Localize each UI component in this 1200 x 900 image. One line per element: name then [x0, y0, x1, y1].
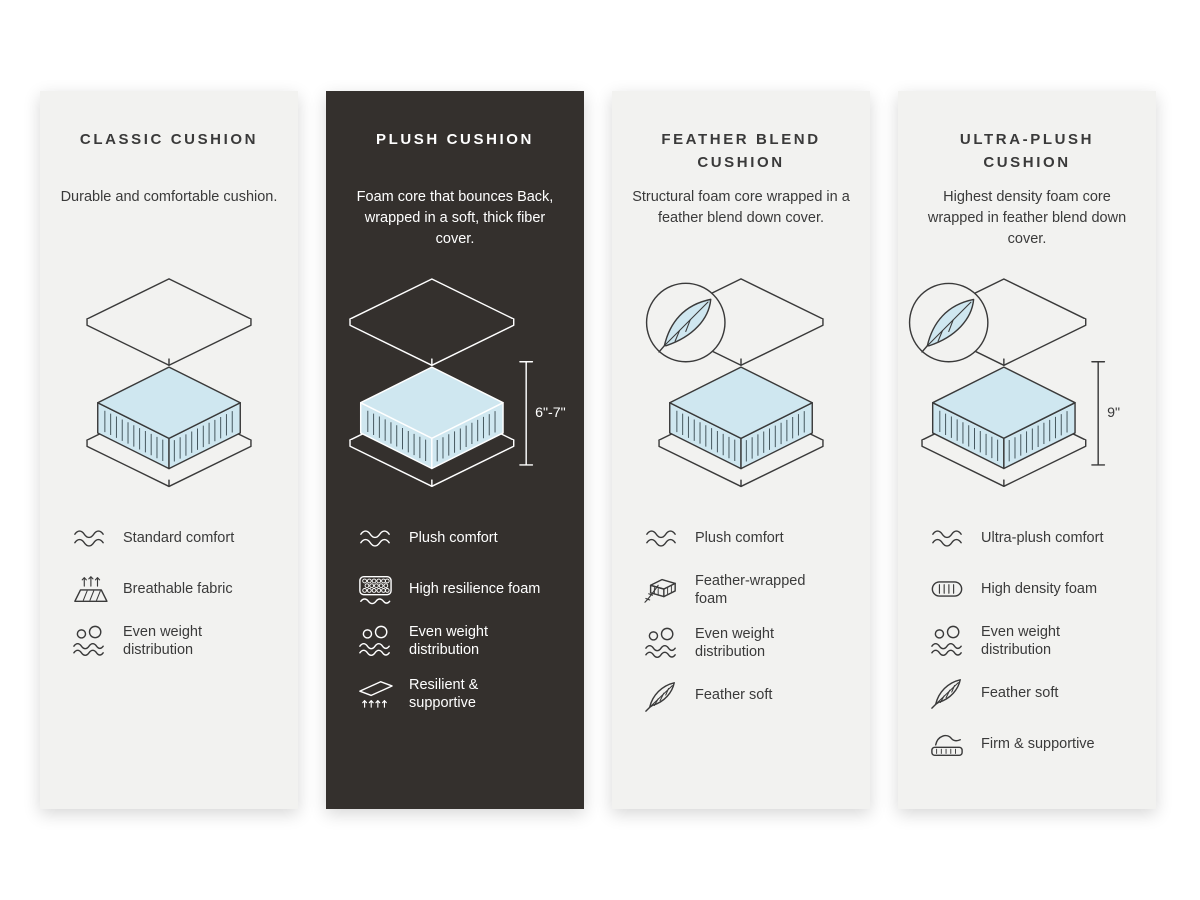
feature-row: Feather-wrapped foam	[640, 572, 850, 608]
card-title: CLASSIC CUSHION	[79, 131, 259, 148]
feature-label: Breathable fabric	[123, 580, 233, 597]
dimension-label: 9"	[1107, 405, 1120, 421]
card-title: FEATHER BLEND CUSHION	[661, 131, 821, 171]
feature-row: Even weight distribution	[354, 623, 564, 659]
feature-row: Plush comfort	[640, 521, 850, 555]
cushion-card-classic: CLASSIC CUSHION Durable and comfortable …	[40, 91, 298, 809]
cushion-illustration: 9"	[908, 271, 1136, 497]
feature-label: Feather soft	[981, 685, 1059, 702]
cushion-card-feather-blend: FEATHER BLEND CUSHION Structural foam co…	[612, 91, 870, 809]
dimension-label: 6"-7"	[535, 405, 566, 421]
feather-icon	[926, 676, 968, 710]
feature-label: Even weight distribution	[123, 624, 202, 659]
feature-row: Feather soft	[926, 676, 1136, 710]
feature-label: Even weight distribution	[409, 624, 488, 659]
feature-label: Plush comfort	[409, 529, 498, 546]
feather-wrapped-foam-icon	[640, 573, 682, 607]
even-weight-icon	[354, 624, 396, 658]
feature-row: Resilient & supportive	[354, 676, 564, 712]
feature-label: Feather soft	[695, 687, 773, 704]
high-resilience-foam-icon	[354, 572, 396, 606]
feature-row: High resilience foam	[354, 572, 564, 606]
feature-label: Standard comfort	[123, 529, 235, 546]
cushion-layers-illustration	[86, 278, 252, 488]
even-weight-icon	[640, 626, 682, 660]
cushion-card-ultra-plush: ULTRA-PLUSH CUSHION Highest density foam…	[898, 91, 1156, 809]
cushion-height-dimension: 9"	[1091, 361, 1120, 466]
feature-list: Ultra-plush comfort High density foam Ev…	[918, 521, 1136, 761]
cushion-card-plush: PLUSH CUSHION Foam core that bounces Bac…	[326, 91, 584, 809]
card-description: Structural foam core wrapped in a feathe…	[632, 189, 850, 227]
high-density-foam-icon	[926, 572, 968, 606]
feature-row: Plush comfort	[354, 521, 564, 555]
feature-label: Feather-wrapped foam	[695, 573, 806, 608]
wave-comfort-icon	[68, 521, 110, 555]
cushion-illustration	[632, 271, 850, 497]
feature-label: High resilience foam	[409, 580, 541, 597]
feature-label: Plush comfort	[695, 529, 784, 546]
feature-list: Plush comfort High resilience foam Even …	[346, 521, 564, 713]
cushion-layers-illustration: 9"	[908, 278, 1120, 488]
cushion-layers-illustration	[645, 278, 824, 488]
wave-comfort-icon	[354, 521, 396, 555]
wave-comfort-icon	[926, 521, 968, 555]
feature-row: Even weight distribution	[640, 625, 850, 661]
feature-row: Even weight distribution	[68, 623, 278, 659]
feather-badge-icon	[645, 282, 726, 363]
feature-row: Breathable fabric	[68, 572, 278, 606]
cushion-illustration	[60, 271, 278, 497]
feature-row: Standard comfort	[68, 521, 278, 555]
feather-badge-icon	[908, 282, 989, 363]
feature-row: High density foam	[926, 572, 1136, 606]
card-description: Durable and comfortable cushion.	[60, 189, 278, 205]
feature-label: Resilient & supportive	[409, 677, 479, 712]
even-weight-icon	[926, 624, 968, 658]
feature-row: Even weight distribution	[926, 623, 1136, 659]
feature-row: Feather soft	[640, 679, 850, 713]
cushion-illustration: 6"-7"	[346, 271, 566, 497]
card-description: Highest density foam core wrapped in fea…	[927, 189, 1127, 248]
cushion-height-dimension: 6"-7"	[519, 361, 566, 466]
feature-label: High density foam	[981, 580, 1098, 597]
feather-icon	[640, 679, 682, 713]
card-title: PLUSH CUSHION	[376, 131, 534, 148]
card-description: Foam core that bounces Back, wrapped in …	[356, 189, 554, 248]
feature-label: Firm & supportive	[981, 736, 1095, 753]
even-weight-icon	[68, 624, 110, 658]
wave-comfort-icon	[640, 521, 682, 555]
breathable-fabric-icon	[68, 572, 110, 606]
feature-row: Ultra-plush comfort	[926, 521, 1136, 555]
feature-row: Firm & supportive	[926, 727, 1136, 761]
feature-label: Even weight distribution	[695, 626, 774, 661]
feature-list: Standard comfort Breathable fabric Even …	[60, 521, 278, 659]
resilient-supportive-icon	[354, 677, 396, 711]
card-title: ULTRA-PLUSH CUSHION	[959, 131, 1095, 171]
cushion-layers-illustration: 6"-7"	[349, 278, 566, 488]
feature-list: Plush comfort Feather-wrapped foam Even …	[632, 521, 850, 713]
feature-label: Ultra-plush comfort	[981, 529, 1104, 546]
feature-label: Even weight distribution	[981, 624, 1060, 659]
firm-supportive-icon	[926, 727, 968, 761]
